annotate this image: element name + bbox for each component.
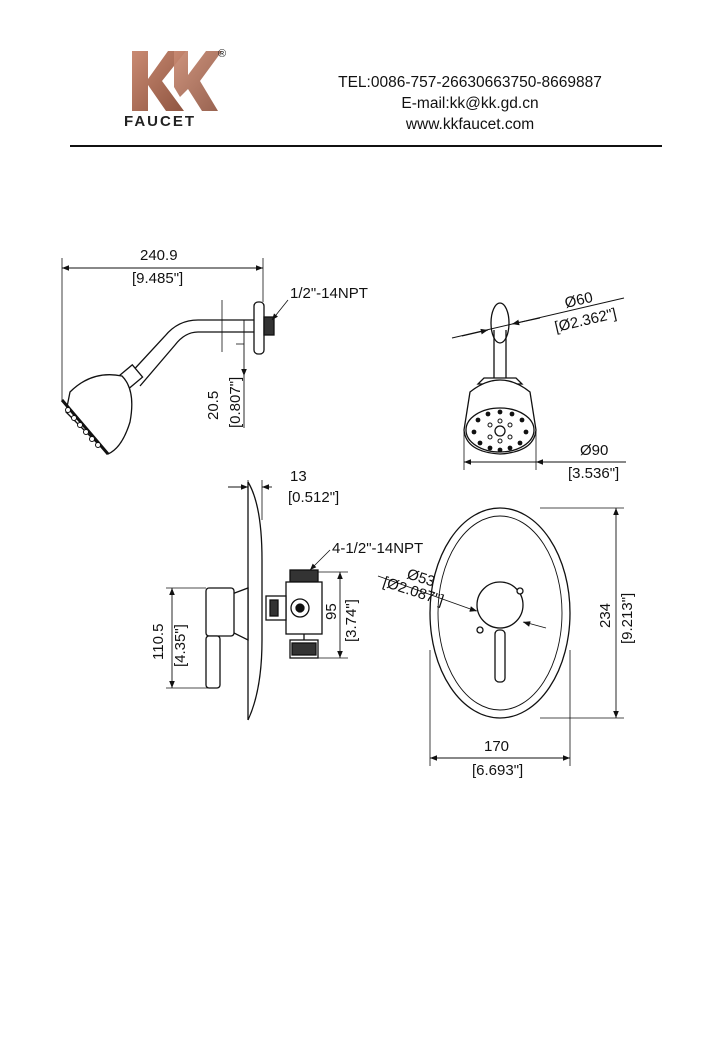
label-valve-height-in: [3.74"] — [343, 599, 360, 642]
label-valve-height-mm: 95 — [323, 603, 340, 620]
brand-name: FAUCET — [124, 113, 196, 130]
label-handle-height-in: [4.35"] — [172, 624, 189, 667]
contact-website: www.kkfaucet.com — [405, 116, 535, 133]
escutcheon-front-view — [377, 507, 624, 766]
label-flange-dia-mm: Ø60 — [563, 289, 594, 312]
label-trim-depth-mm: 13 — [290, 468, 307, 485]
page-header: ® FAUCET TEL:0086-757-26630663750-866988… — [0, 0, 720, 150]
label-trim-depth-in: [0.512"] — [288, 489, 339, 506]
contact-tel: TEL:0086-757-26630663750-8669887 — [338, 74, 602, 91]
label-valve-thread: 4-1/2"-14NPT — [332, 540, 423, 557]
shower-head-front-view — [451, 297, 626, 470]
label-flange-dia-in: [Ø2.362"] — [553, 305, 618, 336]
label-overall-length-in: [9.485"] — [132, 270, 183, 287]
valve-side-view — [166, 480, 348, 721]
label-escutcheon-height-mm: 234 — [597, 603, 614, 628]
kk-logo-mark — [132, 51, 222, 111]
shower-arm-side-view — [60, 258, 289, 455]
label-escutcheon-height-in: [9.213"] — [619, 593, 636, 644]
label-handle-height-mm: 110.5 — [150, 624, 167, 660]
registered-mark: ® — [218, 48, 227, 60]
contact-email: E-mail:kk@kk.gd.cn — [401, 95, 539, 112]
contact-block: TEL:0086-757-26630663750-8669887 E-mail:… — [300, 72, 640, 135]
label-escutcheon-width-mm: 170 — [484, 738, 509, 755]
label-overall-length-mm: 240.9 — [140, 247, 178, 264]
kk-logo — [118, 45, 228, 135]
label-head-dia-in: [3.536"] — [568, 465, 619, 482]
label-drop-in: [0.807"] — [227, 377, 244, 428]
label-arm-thread: 1/2"-14NPT — [290, 285, 368, 302]
label-drop-mm: 20.5 — [205, 391, 222, 420]
label-escutcheon-width-in: [6.693"] — [472, 762, 523, 779]
label-head-dia-mm: Ø90 — [580, 442, 608, 459]
header-divider — [70, 145, 662, 147]
